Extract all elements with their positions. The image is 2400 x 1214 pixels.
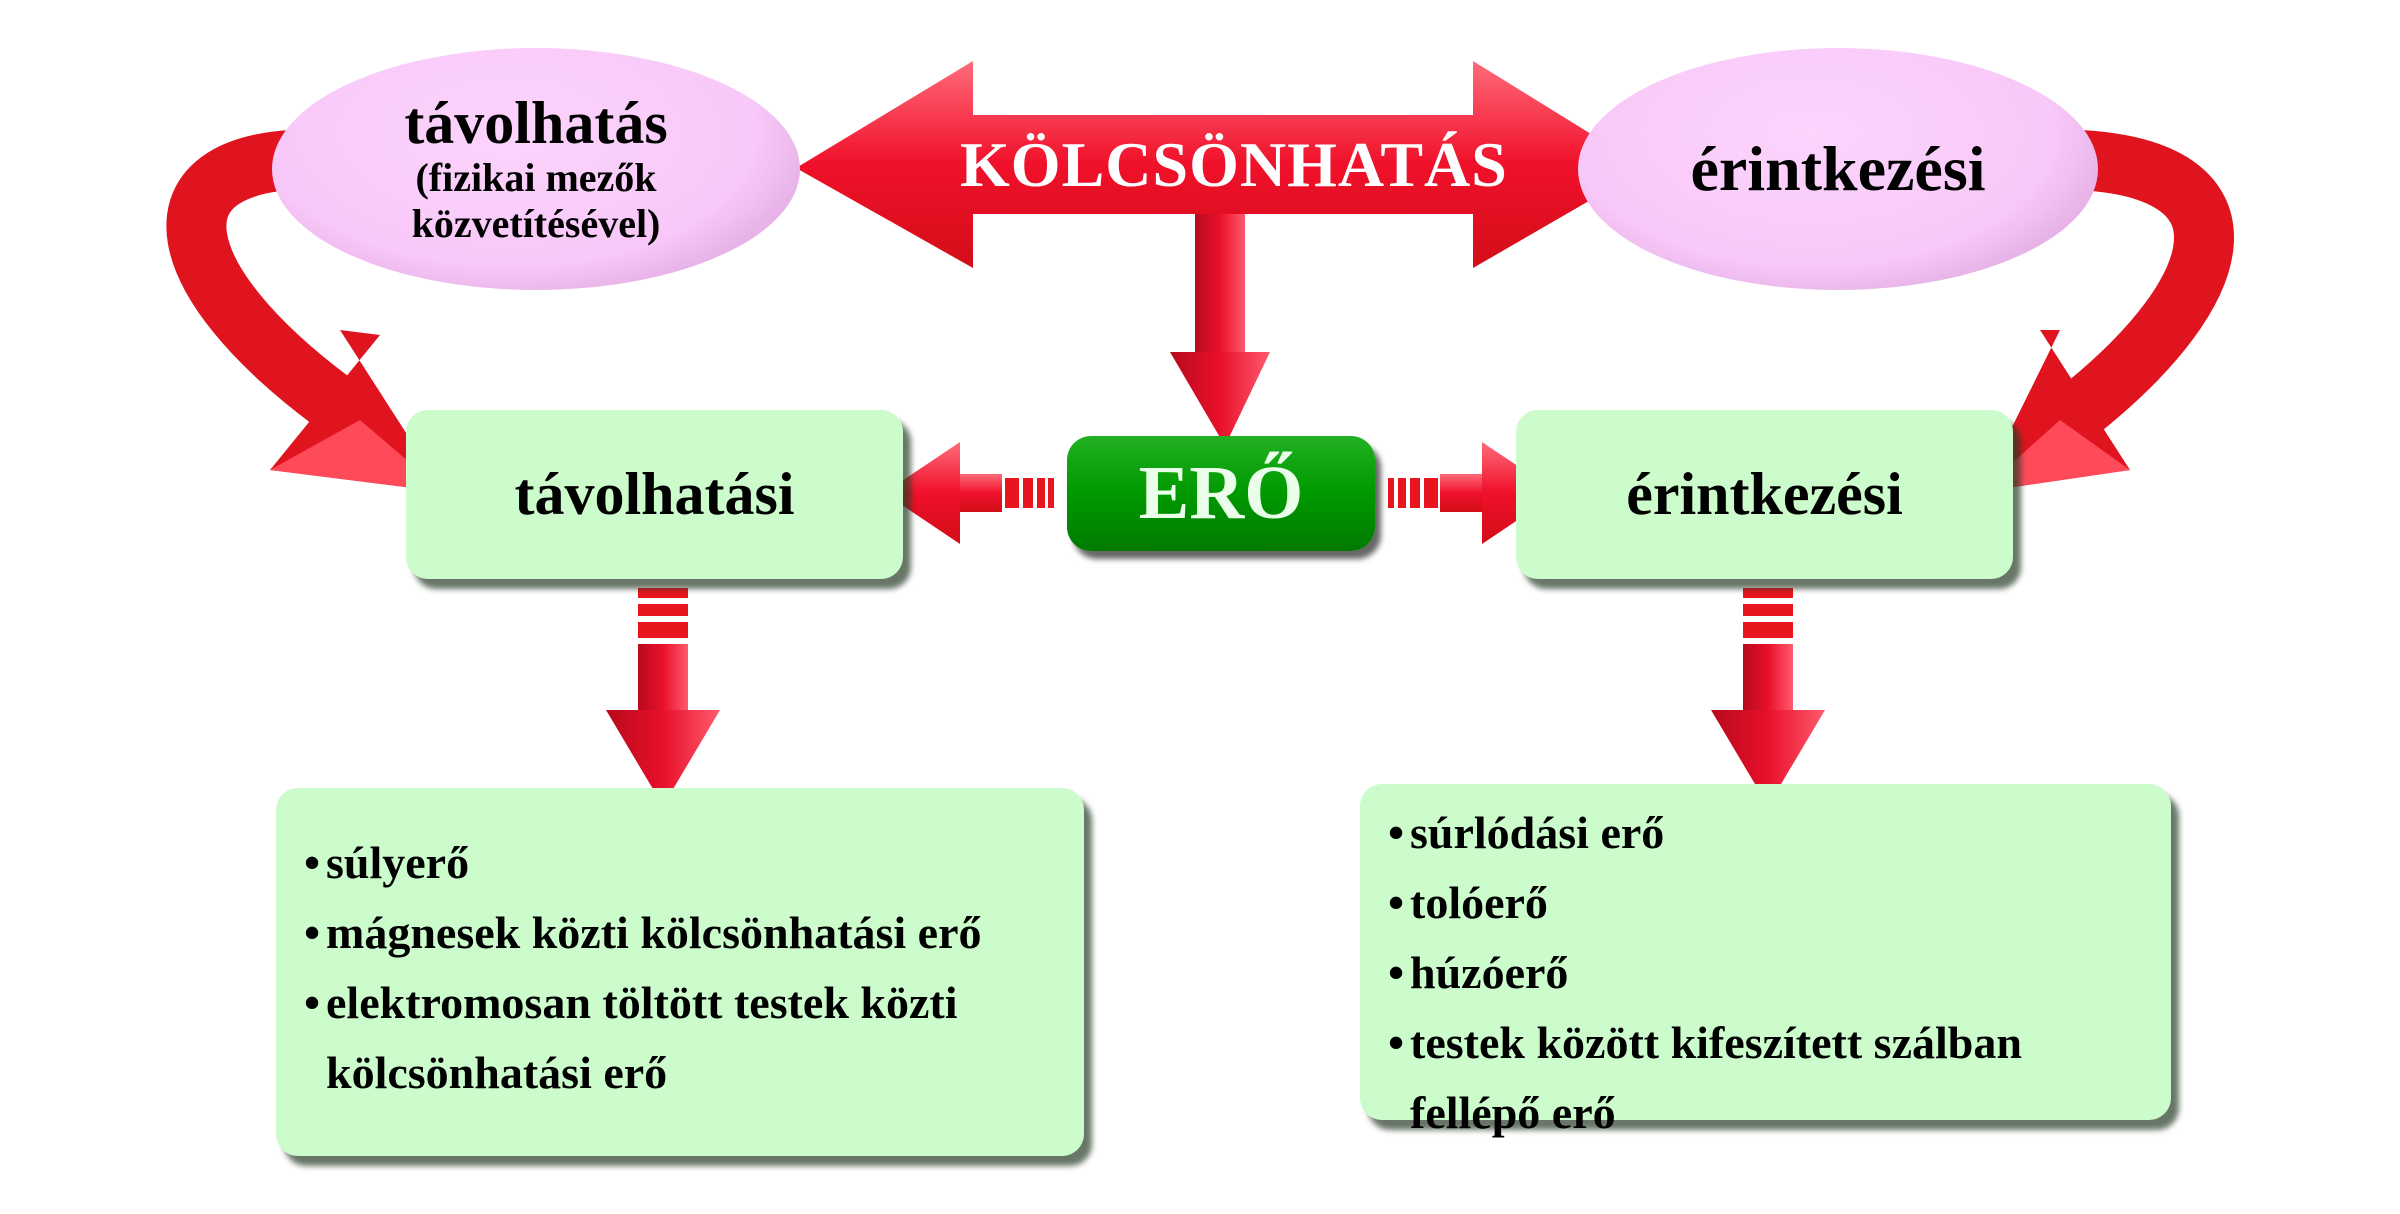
bullet: • bbox=[1388, 807, 1405, 858]
list-item: •súlyerő bbox=[304, 828, 1054, 898]
list-item: •húzóerő bbox=[1388, 938, 2141, 1008]
box-ero: ERŐ bbox=[1067, 436, 1375, 551]
list-item: •súrlódási erő bbox=[1388, 798, 2141, 868]
bullet: • bbox=[304, 977, 321, 1028]
list-tavolhatasi-forces: •súlyerő •mágnesek közti kölcsönhatási e… bbox=[276, 788, 1084, 1156]
bullet: • bbox=[304, 907, 321, 958]
list-item: •elektromosan töltött testek közti bbox=[304, 968, 1054, 1038]
ellipse-subtitle-2: közvetítésével) bbox=[411, 201, 661, 246]
item-text: súlyerő bbox=[326, 837, 470, 888]
ellipse-erintkezesi: érintkezési bbox=[1578, 48, 2098, 290]
item-text: tolóerő bbox=[1410, 877, 1548, 928]
box-erintkezesi: érintkezési bbox=[1516, 410, 2013, 579]
kolcsonhatas-label: KÖLCSÖNHATÁS bbox=[960, 129, 1508, 200]
box-tavolhatasi: távolhatási bbox=[406, 410, 903, 579]
item-text: elektromosan töltött testek közti bbox=[326, 977, 958, 1028]
item-text: mágnesek közti kölcsönhatási erő bbox=[326, 907, 982, 958]
arrow-down-left bbox=[606, 588, 720, 806]
list-item: •mágnesek közti kölcsönhatási erő bbox=[304, 898, 1054, 968]
list-item: •testek között kifeszített szálban bbox=[1388, 1008, 2141, 1078]
box-label: távolhatási bbox=[514, 461, 795, 527]
arrow-ero-left bbox=[884, 442, 1054, 544]
bullet: • bbox=[1388, 877, 1405, 928]
ellipse-title: érintkezési bbox=[1690, 133, 1986, 204]
list-item: •tolóerő bbox=[1388, 868, 2141, 938]
bullet: • bbox=[1388, 947, 1405, 998]
item-text: kölcsönhatási erő bbox=[326, 1047, 668, 1098]
bullet: • bbox=[304, 837, 321, 888]
box-label: ERŐ bbox=[1138, 451, 1304, 535]
ellipse-title: távolhatás bbox=[404, 90, 668, 156]
ellipse-subtitle-1: (fizikai mezők bbox=[415, 155, 657, 200]
list-erintkezesi-forces: •súrlódási erő •tolóerő •húzóerő •testek… bbox=[1360, 784, 2171, 1138]
item-text: súrlódási erő bbox=[1410, 807, 1665, 858]
item-text: testek között kifeszített szálban bbox=[1410, 1017, 2022, 1068]
box-label: érintkezési bbox=[1626, 461, 1903, 527]
arrow-down-to-ero bbox=[1170, 352, 1270, 446]
bullet: • bbox=[1388, 1017, 1405, 1068]
arrow-down-right bbox=[1711, 588, 1825, 806]
curved-arrow-right bbox=[2061, 130, 2234, 434]
curved-arrow-left bbox=[166, 130, 349, 424]
item-text: fellépő erő bbox=[1410, 1087, 1616, 1138]
list-item-continuation: fellépő erő bbox=[1388, 1078, 2141, 1148]
double-arrow bbox=[796, 61, 1646, 268]
ellipse-tavolhatas: távolhatás (fizikai mezők közvetítésével… bbox=[272, 48, 800, 290]
item-text: húzóerő bbox=[1410, 947, 1569, 998]
list-item-continuation: kölcsönhatási erő bbox=[304, 1038, 1054, 1108]
